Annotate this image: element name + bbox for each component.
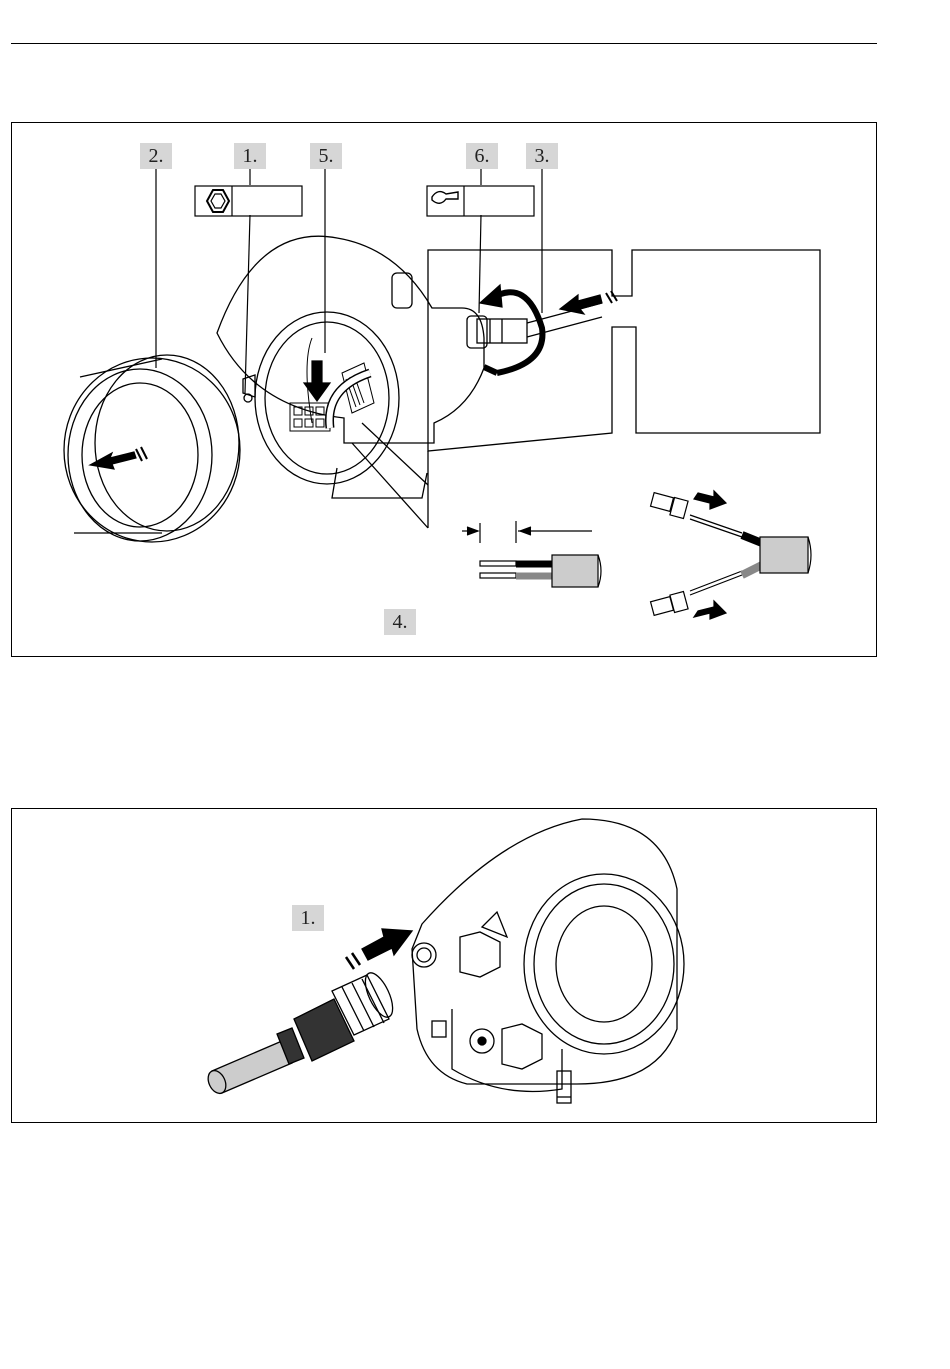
housing-cover: [64, 355, 240, 542]
figure-cable-connection: 2. 1. 5. 6. 3. 4.: [11, 122, 877, 657]
step-label-4: 4.: [384, 609, 416, 635]
page-header-rule: [11, 43, 877, 44]
plug-insert-arrow: [362, 929, 412, 960]
transmitter-housing: [217, 236, 487, 498]
crimp-arrow-bottom: [694, 601, 726, 619]
leader-line-1b: [245, 215, 250, 393]
wrench-tool-box: [427, 186, 534, 216]
figure-1-drawing: [12, 123, 878, 658]
wire-stripping-detail: [352, 250, 820, 528]
crimp-arrow-top: [694, 491, 726, 509]
figure-device-plug-connection: 1.: [11, 808, 877, 1123]
ferrule-crimping-detail: [651, 493, 811, 616]
figure-2-drawing: [12, 809, 878, 1124]
step-label-plug-1: 1.: [292, 905, 324, 931]
m12-plug-connector: [205, 969, 399, 1096]
step-label-1: 1.: [234, 143, 266, 169]
open-end-wrench-icon: [432, 192, 458, 204]
transmitter-housing-plug: [412, 819, 684, 1103]
step-label-6: 6.: [466, 143, 498, 169]
insert-cable-gland-arrow: [560, 295, 602, 314]
step-label-5: 5.: [310, 143, 342, 169]
stripped-cable-left: [462, 521, 601, 587]
leader-line-6b: [479, 215, 481, 313]
step-label-2: 2.: [140, 143, 172, 169]
step-label-3: 3.: [526, 143, 558, 169]
